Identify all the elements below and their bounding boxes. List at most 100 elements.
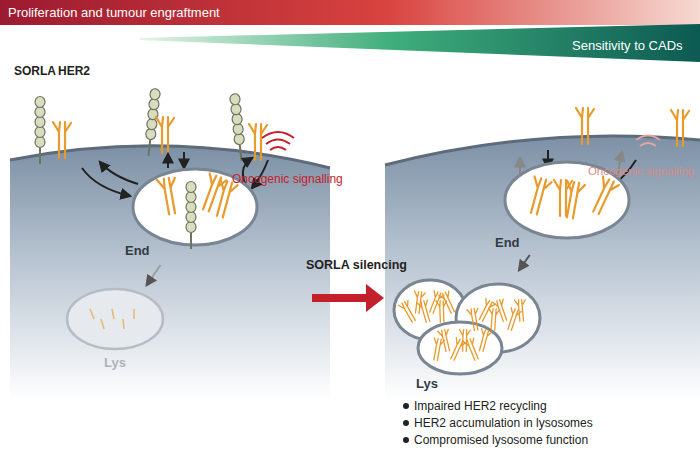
her2-strand <box>561 181 585 220</box>
her2-strand <box>459 330 470 352</box>
her2-strand <box>514 299 527 321</box>
green-band <box>140 24 700 62</box>
her2-receptor <box>157 177 181 216</box>
her2-strand <box>439 291 458 315</box>
sorla-receptor <box>35 97 45 165</box>
her2-receptor <box>576 108 594 144</box>
traffic-arrow <box>183 152 185 168</box>
sorla-stem <box>149 140 151 156</box>
sorla-domain <box>186 212 196 223</box>
bullet-dot <box>403 403 409 409</box>
sorla-receptor <box>186 182 196 250</box>
her2-strand <box>476 329 492 353</box>
her2-strand <box>671 110 689 146</box>
sorla-domain <box>35 127 45 138</box>
lysosome-membrane <box>67 289 163 349</box>
sorla-domain <box>35 137 45 148</box>
sorla-domain <box>229 93 240 105</box>
her2-receptor <box>463 338 481 362</box>
traffic-connector <box>519 255 530 270</box>
band-title: Sensitivity to CADs <box>572 38 683 53</box>
lysosome: Lys <box>390 270 560 395</box>
signal-wave <box>270 147 286 150</box>
traffic-arrow <box>100 162 138 184</box>
her2-fragment <box>90 309 94 319</box>
bullet-dot <box>403 420 409 426</box>
her2-receptor <box>525 176 552 215</box>
her2-strand <box>249 124 267 160</box>
bullet-text: Compromised lysosome function <box>414 433 588 447</box>
traffic-arrow <box>519 158 521 175</box>
her2-fragment <box>123 319 124 329</box>
lysosome-membrane <box>418 322 502 374</box>
her2-receptor <box>671 110 689 146</box>
her2-receptor <box>459 330 470 352</box>
her2-strand <box>438 329 453 352</box>
her2-strand <box>576 108 594 144</box>
step-label: SORLA silencing <box>306 258 407 272</box>
signal-wave <box>640 143 656 146</box>
signal-label: Oncogenic signalling <box>588 165 694 177</box>
sorla-domain <box>186 192 196 203</box>
her2-receptor <box>514 299 527 321</box>
her2-strand <box>156 117 174 153</box>
her2-receptor <box>487 308 499 330</box>
membrane-right <box>385 136 700 165</box>
traffic-arrow <box>167 154 169 168</box>
sorla-domain <box>186 202 196 213</box>
organelle-label: End <box>125 243 150 258</box>
protein-name: HER2 <box>58 64 90 78</box>
her2-receptor <box>430 338 444 361</box>
signal-label: Oncogenic signalling <box>232 172 343 186</box>
her2-receptor <box>438 329 453 352</box>
band-title: Proliferation and tumour engraftment <box>8 5 220 20</box>
silencing-arrow <box>312 294 370 302</box>
her2-receptor <box>588 176 620 216</box>
sorla-stem <box>39 148 41 164</box>
her2-fragment <box>112 309 114 319</box>
her2-receptor <box>156 117 174 153</box>
signal-wave <box>636 136 660 141</box>
organelle-label: Lys <box>416 376 438 391</box>
her2-fragment <box>101 319 104 329</box>
organelle-label: End <box>495 235 520 250</box>
her2-receptor <box>426 291 444 315</box>
protein-name: SORLA <box>14 64 56 78</box>
signal-waves <box>262 132 660 150</box>
sorla-domain <box>149 88 160 100</box>
traffic-connector <box>147 265 161 285</box>
sorla-receptor <box>229 93 246 161</box>
sorla-domain <box>35 117 45 128</box>
her2-fragment <box>133 309 135 319</box>
her2-receptor <box>561 181 585 220</box>
sorla-domain <box>35 107 45 118</box>
organelle-label: Lys <box>104 355 126 370</box>
her2-strand <box>417 300 433 324</box>
her2-receptor <box>476 329 492 353</box>
sorla-domain <box>35 97 45 108</box>
her2-receptor <box>493 299 510 323</box>
traffic-arrow <box>82 168 130 196</box>
her2-receptor <box>249 124 267 160</box>
her2-strand <box>157 177 181 216</box>
her2-strand <box>426 291 444 315</box>
lysosome: Lys <box>60 285 170 377</box>
her2-strand <box>588 176 620 216</box>
sorla-stem <box>190 233 192 249</box>
her2-strand <box>525 176 552 215</box>
proteins <box>35 88 689 164</box>
her2-strand <box>436 300 448 322</box>
her2-receptor <box>436 300 448 322</box>
silencing-arrowhead <box>366 284 384 312</box>
top-band <box>0 0 700 25</box>
her2-receptor <box>417 300 433 324</box>
her2-strand <box>463 338 481 362</box>
sorla-domain <box>186 222 196 233</box>
her2-receptor <box>53 122 71 158</box>
signal-wave <box>262 132 294 138</box>
her2-strand <box>493 299 510 323</box>
sorla-stem <box>240 145 242 161</box>
bullet-text: Impaired HER2 recycling <box>414 399 547 413</box>
cell-right <box>385 136 700 400</box>
organelle-shape <box>390 270 560 395</box>
